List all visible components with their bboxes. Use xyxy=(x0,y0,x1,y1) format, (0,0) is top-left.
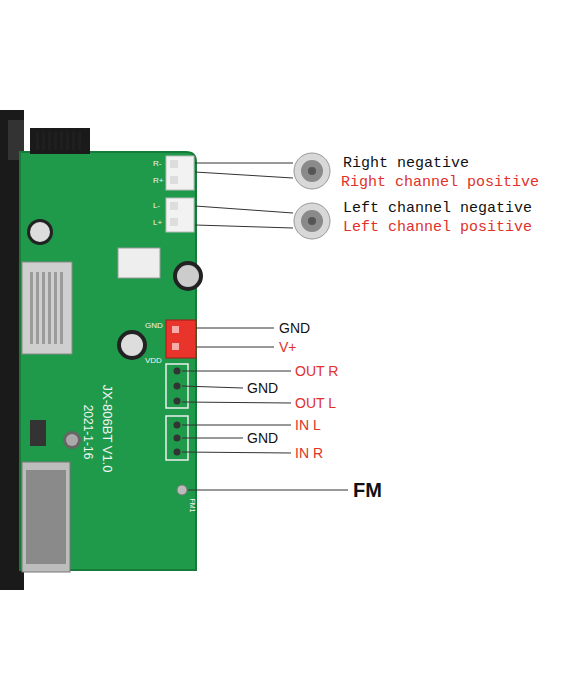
silkscreen-text: L+ xyxy=(153,219,162,227)
speaker-icon xyxy=(294,203,330,239)
power-connector xyxy=(166,320,196,358)
pin-label: OUT L xyxy=(295,396,336,410)
silkscreen-text: VDD xyxy=(145,357,162,365)
silkscreen-text: R+ xyxy=(153,177,163,185)
speaker-connector xyxy=(166,156,194,190)
speaker-connector xyxy=(166,198,194,232)
usb-port xyxy=(22,262,72,354)
callout-label: Left channel positive xyxy=(343,220,532,235)
pin-label: IN L xyxy=(295,418,321,432)
card-slot xyxy=(22,462,70,572)
callout-label: Right negative xyxy=(343,156,469,171)
leader-lines xyxy=(182,163,348,490)
board-model: JX-806BT V1.0 xyxy=(101,384,114,472)
silkscreen-text: FM1 xyxy=(189,498,196,512)
pin-label: GND xyxy=(247,381,278,395)
callout-label: FM xyxy=(353,480,382,500)
module xyxy=(118,248,160,278)
pin-label: GND xyxy=(247,431,278,445)
silkscreen-text: R- xyxy=(153,160,161,168)
board-date: 2021-1-16 xyxy=(82,405,94,460)
pin-label: GND xyxy=(279,321,310,335)
speaker-icon xyxy=(294,153,330,189)
callout-label: Right channel positive xyxy=(341,175,539,190)
pin-label: V+ xyxy=(279,340,297,354)
pcb xyxy=(20,152,196,570)
callout-label: Left channel negative xyxy=(343,201,532,216)
pin-label: OUT R xyxy=(295,364,338,378)
pin-label: IN R xyxy=(295,446,323,460)
silkscreen-text: L- xyxy=(153,202,160,210)
fm-pad xyxy=(177,485,187,495)
silkscreen-text: GND xyxy=(145,322,163,330)
